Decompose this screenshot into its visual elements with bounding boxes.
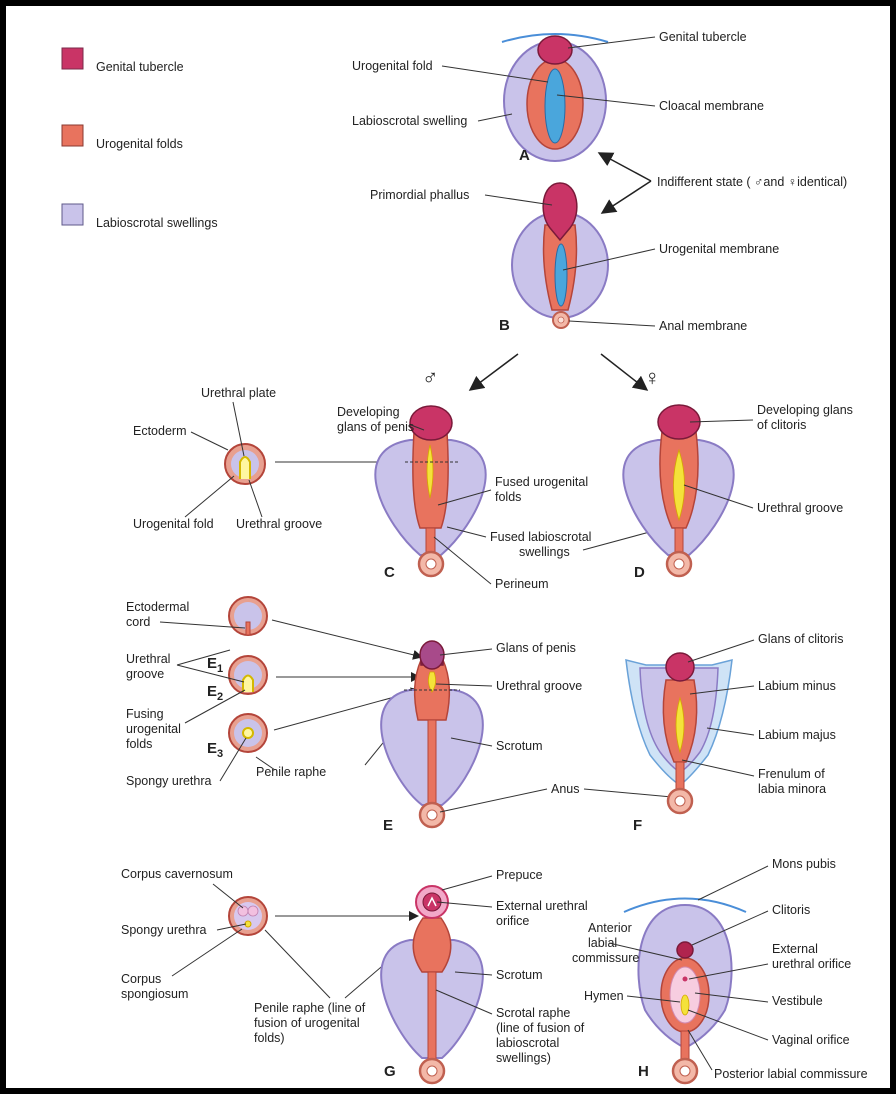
label-c-urogenital-fold: Urogenital fold: [133, 517, 214, 531]
panel-label-e: E: [383, 817, 393, 834]
female-symbol: ♀: [644, 365, 661, 390]
panel-label-b: B: [499, 317, 510, 334]
label-g-prepuce: Prepuce: [496, 868, 543, 882]
label-c-fused-urogenital-1: Fused urogenital: [495, 475, 588, 489]
label-c-developing-glans-1: Developing: [337, 405, 400, 419]
label-h-anterior-1: Anterior: [588, 921, 632, 935]
label-g-scrotal-raphe-4: swellings): [496, 1051, 551, 1065]
label-f-labium-minus: Labium minus: [758, 679, 836, 693]
label-h-vestibule: Vestibule: [772, 994, 823, 1008]
label-e-anus: Anus: [551, 782, 580, 796]
label-f-glans-clitoris: Glans of clitoris: [758, 632, 843, 646]
label-g-penile-raphe-2: fusion of urogenital: [254, 1016, 360, 1030]
stage-e-cross-sections: [229, 597, 267, 752]
legend-label-labioscrotal-swellings: Labioscrotal swellings: [96, 216, 218, 230]
label-a-labioscrotal-swelling: Labioscrotal swelling: [352, 114, 467, 128]
panel-label-g: G: [384, 1063, 396, 1080]
label-e-penile-raphe: Penile raphe: [256, 765, 326, 779]
label-e-fusing-1: Fusing: [126, 707, 164, 721]
legend-label-genital-tubercle: Genital tubercle: [96, 60, 184, 74]
label-g-scrotal-raphe-3: labioscrotal: [496, 1036, 559, 1050]
label-g-spongy-urethra: Spongy urethra: [121, 923, 207, 937]
label-h-clitoris: Clitoris: [772, 903, 810, 917]
label-g-scrotal-raphe-1: Scrotal raphe: [496, 1006, 570, 1020]
label-e-ectodermal-cord-1: Ectodermal: [126, 600, 189, 614]
label-g-external-orifice-2: orifice: [496, 914, 529, 928]
male-symbol: ♂: [422, 365, 439, 390]
label-g-corpus-spongiosum-1: Corpus: [121, 972, 161, 986]
panel-label-a: A: [519, 147, 530, 164]
legend-swatch-urogenital-folds: [62, 125, 83, 146]
label-e-urethral-groove-2: groove: [126, 667, 164, 681]
label-a-urogenital-fold: Urogenital fold: [352, 59, 433, 73]
label-e-glans-penis: Glans of penis: [496, 641, 576, 655]
label-h-hymen: Hymen: [584, 989, 624, 1003]
label-b-anal-membrane: Anal membrane: [659, 319, 747, 333]
label-f-frenulum-2: labia minora: [758, 782, 826, 796]
label-g-scrotum: Scrotum: [496, 968, 543, 982]
label-c-fused-urogenital-2: folds: [495, 490, 521, 504]
label-c-urethral-groove: Urethral groove: [236, 517, 322, 531]
label-c-ectoderm: Ectoderm: [133, 424, 187, 438]
panel-label-c: C: [384, 564, 395, 581]
panel-label-d: D: [634, 564, 645, 581]
label-a-cloacal-membrane: Cloacal membrane: [659, 99, 764, 113]
label-f-labium-majus: Labium majus: [758, 728, 836, 742]
label-e-fusing-3: folds: [126, 737, 152, 751]
panel-label-f: F: [633, 817, 642, 834]
label-c-fused-labioscrotal-1: Fused labioscrotal: [490, 530, 591, 544]
label-h-posterior: Posterior labial commissure: [714, 1067, 868, 1081]
label-g-external-orifice-1: External urethral: [496, 899, 588, 913]
label-g-corpus-cavernosum: Corpus cavernosum: [121, 867, 233, 881]
label-h-mons-pubis: Mons pubis: [772, 857, 836, 871]
label-d-glans-clitoris-1: Developing glans: [757, 403, 853, 417]
label-e-scrotum: Scrotum: [496, 739, 543, 753]
label-e-spongy-urethra: Spongy urethra: [126, 774, 212, 788]
legend-label-urogenital-folds: Urogenital folds: [96, 137, 183, 151]
label-b-primordial-phallus: Primordial phallus: [370, 188, 469, 202]
label-e-urethral-groove-1: Urethral: [126, 652, 170, 666]
label-e-fusing-2: urogenital: [126, 722, 181, 736]
panel-label-h: H: [638, 1063, 649, 1080]
label-c-urethral-plate: Urethral plate: [201, 386, 276, 400]
label-c-fused-labioscrotal-2: swellings: [519, 545, 570, 559]
label-d-urethral-groove: Urethral groove: [757, 501, 843, 515]
label-h-anterior-3: commissure: [572, 951, 639, 965]
label-b-urogenital-membrane: Urogenital membrane: [659, 242, 779, 256]
label-e-ectodermal-cord-2: cord: [126, 615, 150, 629]
legend-swatch-labioscrotal-swellings: [62, 204, 83, 225]
label-g-penile-raphe-1: Penile raphe (line of: [254, 1001, 366, 1015]
label-h-external-orifice-1: External: [772, 942, 818, 956]
label-h-vaginal-orifice: Vaginal orifice: [772, 1033, 850, 1047]
stage-g-cross-section: [229, 897, 267, 935]
label-g-scrotal-raphe-2: (line of fusion of: [496, 1021, 585, 1035]
label-g-corpus-spongiosum-2: spongiosum: [121, 987, 188, 1001]
label-c-developing-glans-2: glans of penis: [337, 420, 414, 434]
label-g-penile-raphe-3: folds): [254, 1031, 285, 1045]
label-h-anterior-2: labial: [588, 936, 617, 950]
label-f-frenulum-1: Frenulum of: [758, 767, 825, 781]
legend-swatch-genital-tubercle: [62, 48, 83, 69]
label-e-urethral-groove-r: Urethral groove: [496, 679, 582, 693]
label-h-external-orifice-2: urethral orifice: [772, 957, 851, 971]
label-indifferent-state: Indifferent state ( ♂and ♀identical): [657, 175, 847, 189]
label-d-glans-clitoris-2: of clitoris: [757, 418, 806, 432]
label-c-perineum: Perineum: [495, 577, 549, 591]
label-a-genital-tubercle: Genital tubercle: [659, 30, 747, 44]
